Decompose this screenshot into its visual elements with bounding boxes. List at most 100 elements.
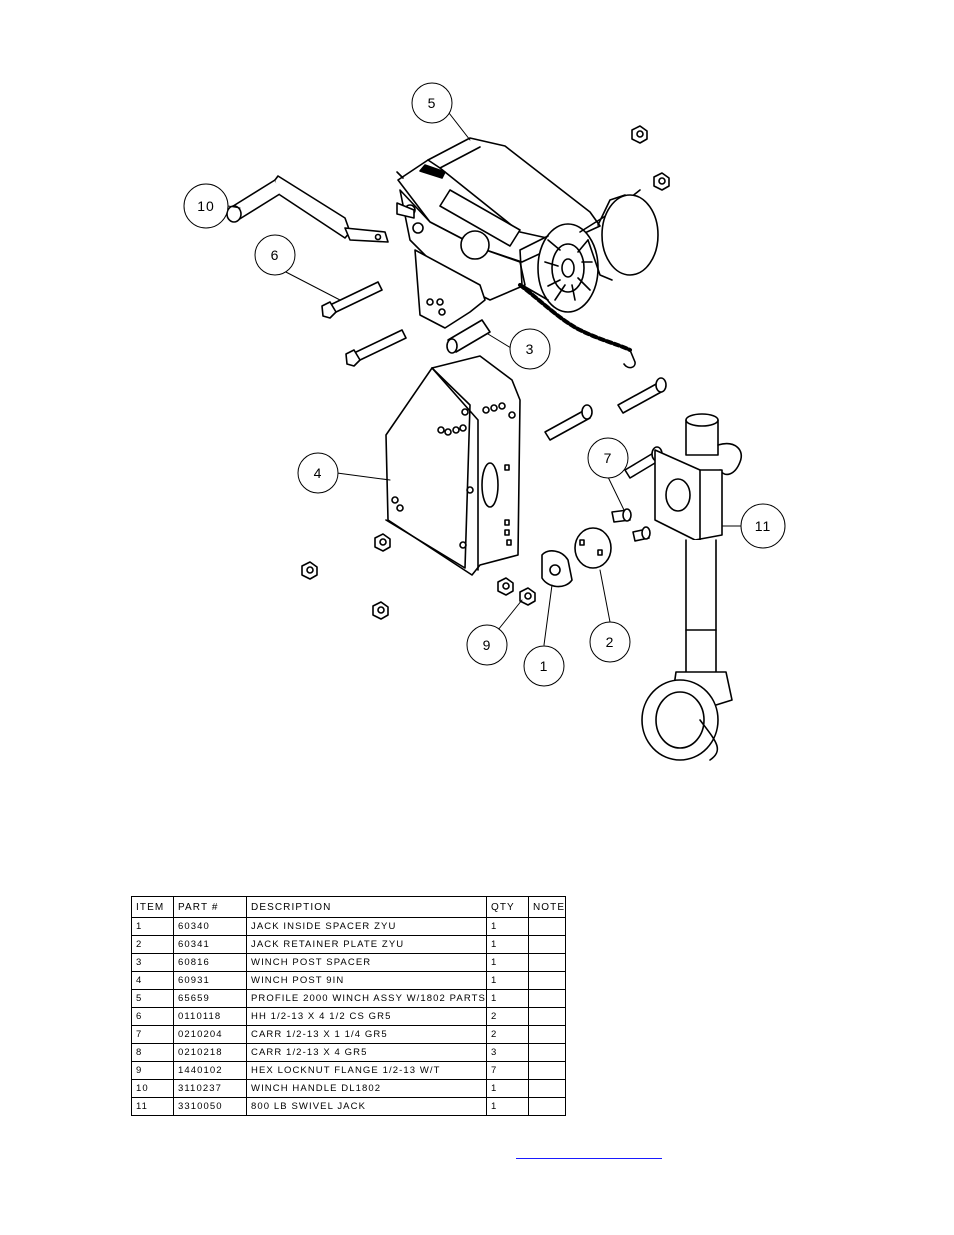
cell-description: JACK INSIDE SPACER ZYU [246,917,487,936]
callout-4-label: 4 [314,465,323,481]
cell-item: 5 [131,989,174,1008]
cell-part: 60341 [173,935,247,954]
cell-qty: 2 [485,1007,529,1026]
cell-qty: 1 [485,971,529,990]
header-part: PART # [173,896,247,918]
cell-qty: 1 [485,935,529,954]
swivel-jack [641,413,742,761]
hex-nuts [301,125,670,620]
callout-10: 10 [183,183,229,229]
callout-9-label: 9 [483,637,492,653]
cell-note [527,917,567,936]
hyperlink-underline[interactable] [516,1158,662,1159]
hex-bolts [321,281,407,367]
cell-qty: 2 [485,1025,529,1044]
cell-description: PROFILE 2000 WINCH ASSY W/1802 PARTS [246,989,487,1008]
callout-4: 4 [297,452,339,494]
cell-item: 7 [131,1025,174,1044]
cell-item: 9 [131,1061,174,1080]
winch-assembly [396,137,659,369]
callout-6: 6 [254,234,296,276]
cell-item: 4 [131,971,174,990]
carriage-bolts-short [611,508,651,542]
cell-qty: 1 [485,1079,529,1098]
cell-part: 65659 [173,989,247,1008]
cell-description: WINCH POST 9IN [246,971,487,990]
header-description: DESCRIPTION [246,896,487,918]
cell-qty: 3 [485,1043,529,1062]
cell-description: HH 1/2-13 X 4 1/2 CS GR5 [246,1007,487,1026]
cell-description: CARR 1/2-13 X 4 GR5 [246,1043,487,1062]
cell-note [527,989,567,1008]
exploded-assembly-drawing: 5 10 6 3 4 7 11 9 1 2 [183,82,786,761]
header-note: NOTE [527,896,567,918]
cell-item: 8 [131,1043,174,1062]
cell-note [527,1079,567,1098]
callout-2-label: 2 [606,634,615,650]
callout-5-label: 5 [428,95,437,111]
cell-description: WINCH HANDLE DL1802 [246,1079,487,1098]
cell-part: 60340 [173,917,247,936]
cell-qty: 1 [485,989,529,1008]
callout-9: 9 [466,624,508,666]
callout-3-label: 3 [526,341,535,357]
cell-part: 0210218 [173,1043,247,1062]
cell-item: 1 [131,917,174,936]
cell-note [527,953,567,972]
cell-qty: 7 [485,1061,529,1080]
cell-qty: 1 [485,1097,529,1116]
cell-description: HEX LOCKNUT FLANGE 1/2-13 W/T [246,1061,487,1080]
callouts: 5 10 6 3 4 7 11 9 1 2 [183,82,786,687]
header-qty: QTY [485,896,529,918]
cell-note [527,1097,567,1116]
callout-1-label: 1 [540,658,549,674]
callout-11-label: 11 [755,518,772,534]
callout-10-label: 10 [197,198,215,214]
cell-item: 6 [131,1007,174,1026]
table-header-row: ITEM PART # DESCRIPTION QTY NOTE [131,896,567,918]
cell-qty: 1 [485,953,529,972]
cell-description: JACK RETAINER PLATE ZYU [246,935,487,954]
callout-11: 11 [740,503,786,549]
cell-part: 0110118 [173,1007,247,1026]
cell-description: WINCH POST SPACER [246,953,487,972]
cell-part: 60816 [173,953,247,972]
cell-item: 11 [131,1097,174,1116]
winch-post-plates [385,355,521,576]
cell-qty: 1 [485,917,529,936]
cell-part: 60931 [173,971,247,990]
cell-part: 0210204 [173,1025,247,1044]
callout-7-label: 7 [604,450,613,466]
callout-1: 1 [523,645,565,687]
cell-note [527,935,567,954]
header-item: ITEM [131,896,174,918]
callout-3: 3 [509,328,551,370]
callout-2: 2 [589,621,631,663]
cell-note [527,1061,567,1080]
winch-handle [226,175,389,243]
cell-note [527,1025,567,1044]
cell-item: 10 [131,1079,174,1098]
cell-description: CARR 1/2-13 X 1 1/4 GR5 [246,1025,487,1044]
callout-7: 7 [587,437,629,479]
cell-part: 3110237 [173,1079,247,1098]
cell-item: 3 [131,953,174,972]
callout-6-label: 6 [271,247,280,263]
cell-note [527,1043,567,1062]
cell-note [527,1007,567,1026]
cell-description: 800 LB SWIVEL JACK [246,1097,487,1116]
cell-note [527,971,567,990]
